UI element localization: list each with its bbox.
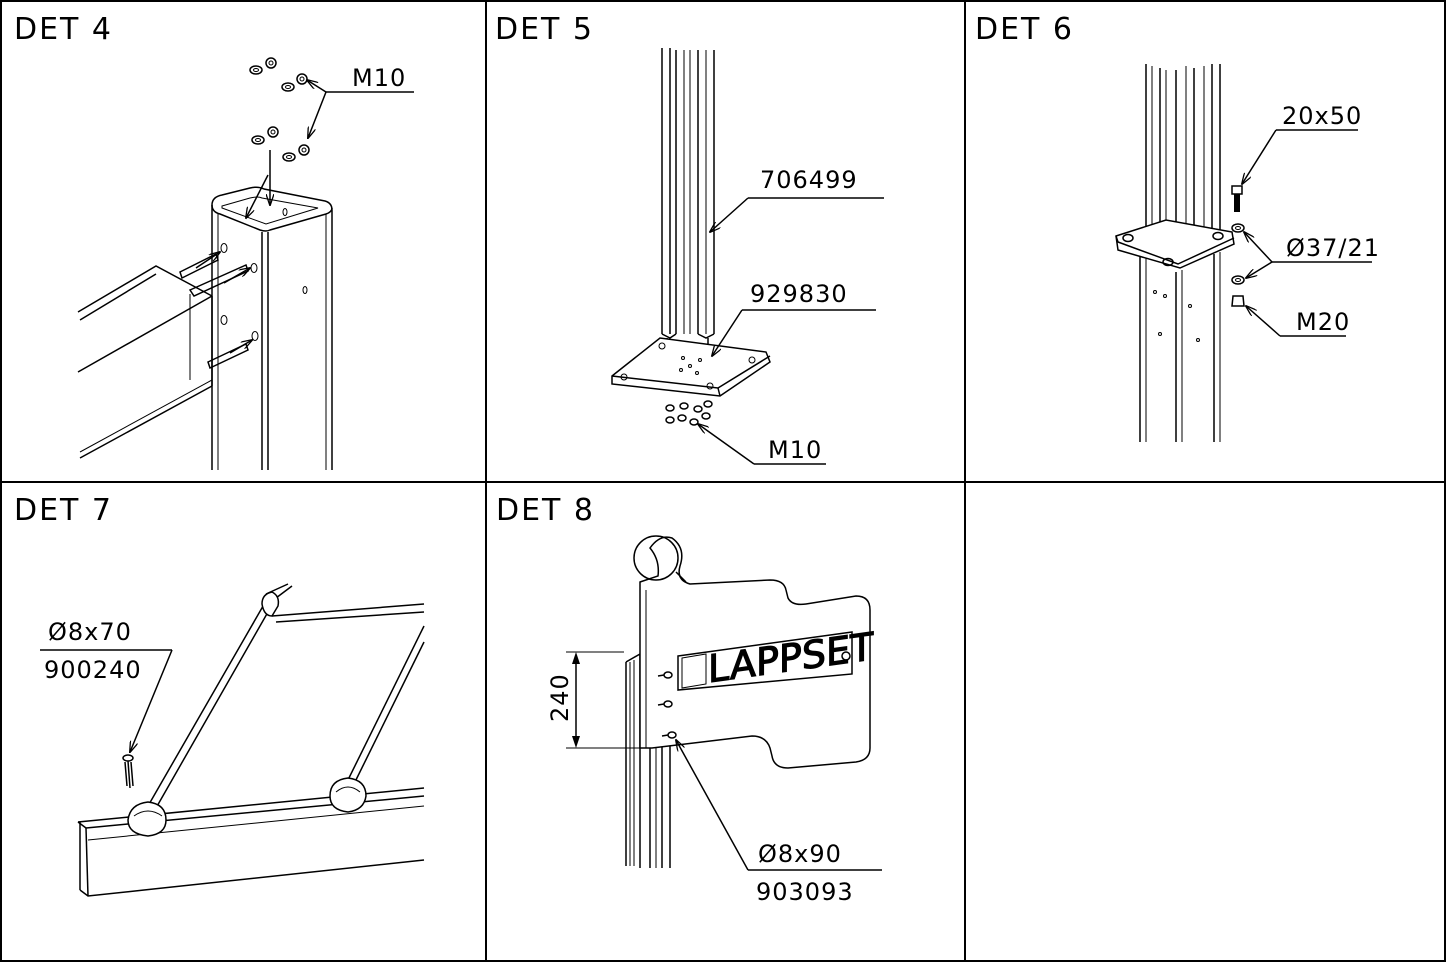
panel-det-5: DET 5	[495, 12, 884, 465]
panel-title: DET 4	[14, 12, 113, 47]
nuts-and-washers	[249, 57, 310, 162]
label-240: 240	[546, 673, 574, 722]
square-post	[211, 186, 333, 470]
label-m20: M20	[1296, 308, 1350, 336]
nuts	[665, 400, 713, 426]
panel-title: DET 6	[975, 12, 1074, 47]
bolt-washer-nut	[1231, 185, 1245, 307]
screw	[122, 754, 134, 789]
rod-brackets	[127, 777, 367, 837]
rail	[77, 252, 249, 459]
label-diameter-8x90: Ø8x90	[758, 840, 842, 868]
label-929830: 929830	[750, 280, 848, 308]
panel-title: DET 7	[14, 493, 113, 528]
panel-title: DET 8	[496, 493, 595, 528]
panel-det-8: DET 8 LAPPSET	[496, 493, 882, 906]
label-diameter-37-21: Ø37/21	[1286, 234, 1380, 262]
label-m10: M10	[352, 64, 406, 92]
dimension-240: 240	[546, 651, 640, 749]
panel-det-6: DET 6	[975, 12, 1380, 442]
base-plate	[611, 337, 771, 397]
label-903093: 903093	[756, 878, 854, 906]
screws	[657, 671, 677, 739]
label-m10: M10	[768, 436, 822, 464]
panel-det-7: DET 7	[14, 493, 425, 897]
post-with-flange	[1115, 64, 1235, 442]
label-706499: 706499	[760, 166, 858, 194]
sign-plate	[633, 535, 871, 769]
panel-det-4: DET 4 M10	[14, 12, 414, 470]
beam	[77, 787, 425, 897]
label-20x50: 20x50	[1282, 102, 1362, 130]
label-diameter-8x70: Ø8x70	[48, 618, 132, 646]
label-900240: 900240	[44, 656, 142, 684]
profile-post	[661, 48, 715, 352]
rods	[147, 583, 425, 809]
panel-title: DET 5	[495, 12, 594, 47]
